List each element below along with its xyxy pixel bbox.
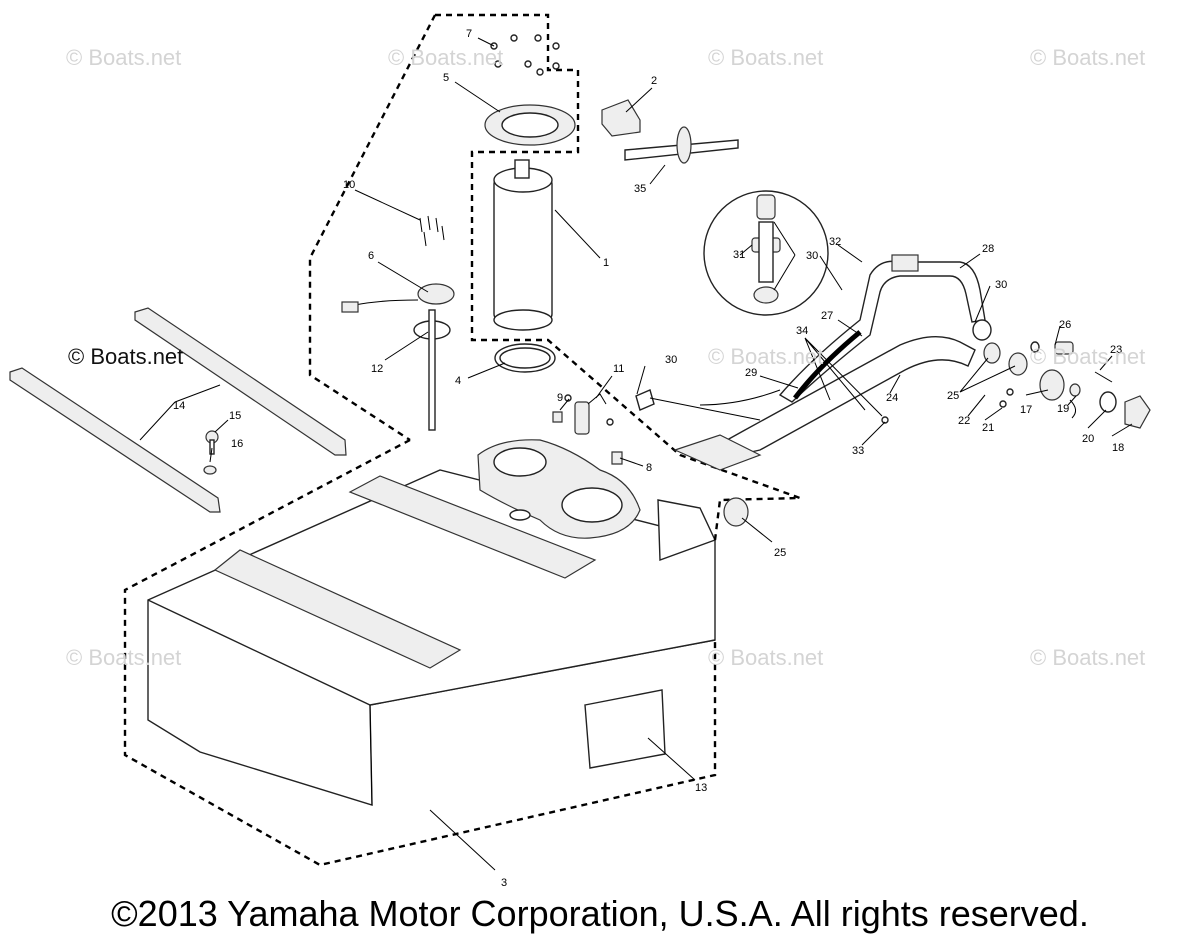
callout-8: 8: [646, 462, 652, 474]
label-13: [584, 689, 666, 769]
fuel-pump-1: [493, 159, 553, 331]
watermark: © Boats.net: [708, 645, 824, 670]
callout-22: 22: [958, 415, 970, 427]
callout-16: 16: [231, 438, 243, 450]
callout-4: 4: [455, 375, 461, 387]
callout-29: 29: [745, 367, 757, 379]
assembly-dashed-outlines: [123, 13, 801, 867]
watermark: © Boats.net: [1030, 45, 1146, 70]
callout-10: 10: [343, 179, 355, 191]
callout-25a: 25: [947, 390, 959, 402]
callout-7: 7: [466, 28, 472, 40]
fuel-tank: [147, 469, 716, 806]
callout-28: 28: [982, 243, 994, 255]
watermark: © Boats.net: [708, 45, 824, 70]
callout-13: 13: [695, 782, 707, 794]
callout-5: 5: [443, 72, 449, 84]
callout-30b: 30: [665, 354, 677, 366]
screw-33: [881, 416, 889, 424]
callout-25b: 25: [774, 547, 786, 559]
callout-19: 19: [1057, 403, 1069, 415]
watermark: © Boats.net: [388, 45, 504, 70]
mounting-rails-14: [9, 307, 347, 513]
callout-6: 6: [368, 250, 374, 262]
vent-hose-27-28: [649, 254, 986, 421]
watermark: © Boats.net: [708, 344, 824, 369]
callout-15: 15: [229, 410, 241, 422]
copyright-notice: ©2013 Yamaha Motor Corporation, U.S.A. A…: [111, 893, 1089, 934]
callout-32: 32: [829, 236, 841, 248]
callout-31: 31: [733, 249, 745, 261]
callout-35: 35: [634, 183, 646, 195]
watermark-dark: © Boats.net: [68, 344, 184, 369]
fill-neck-parts: [723, 319, 1151, 527]
watermark: © Boats.net: [66, 45, 182, 70]
watermark: © Boats.net: [66, 645, 182, 670]
gasket-4: [494, 343, 556, 373]
callout-9: 9: [557, 392, 563, 404]
valve-11: [552, 389, 655, 465]
bolt-15-washer-16: [203, 430, 219, 475]
callout-33: 33: [852, 445, 864, 457]
callout-14: 14: [173, 400, 185, 412]
callout-23: 23: [1110, 344, 1122, 356]
screws-7: [490, 34, 560, 76]
filler-hose-24: [673, 336, 976, 471]
callout-3: 3: [501, 877, 507, 889]
retainer-ring-5: [484, 104, 576, 146]
callout-18: 18: [1112, 442, 1124, 454]
pump-mounting-plate: [477, 439, 641, 539]
callout-21: 21: [982, 422, 994, 434]
callout-20: 20: [1082, 433, 1094, 445]
sender-assembly-6: [341, 215, 455, 431]
watermark: © Boats.net: [1030, 344, 1146, 369]
callout-11: 11: [613, 363, 624, 375]
callout-27: 27: [821, 310, 833, 322]
detail-circle: [703, 190, 829, 316]
callout-30c: 30: [806, 250, 818, 262]
leader-lines: [139, 37, 1133, 871]
callout-30a: 30: [995, 279, 1007, 291]
callout-labels: 1 2 3 4 5 6 7 8 9 10 11 12 13 14 15 16 1…: [173, 28, 1124, 889]
watermark: © Boats.net: [1030, 645, 1146, 670]
callout-12: 12: [371, 363, 383, 375]
tube-35: [624, 126, 739, 164]
callout-24: 24: [886, 392, 898, 404]
callout-2: 2: [651, 75, 657, 87]
clip-2: [601, 99, 641, 137]
callout-26: 26: [1059, 319, 1071, 331]
callout-17: 17: [1020, 404, 1032, 416]
callout-1: 1: [603, 257, 609, 269]
callout-34: 34: [796, 325, 808, 337]
